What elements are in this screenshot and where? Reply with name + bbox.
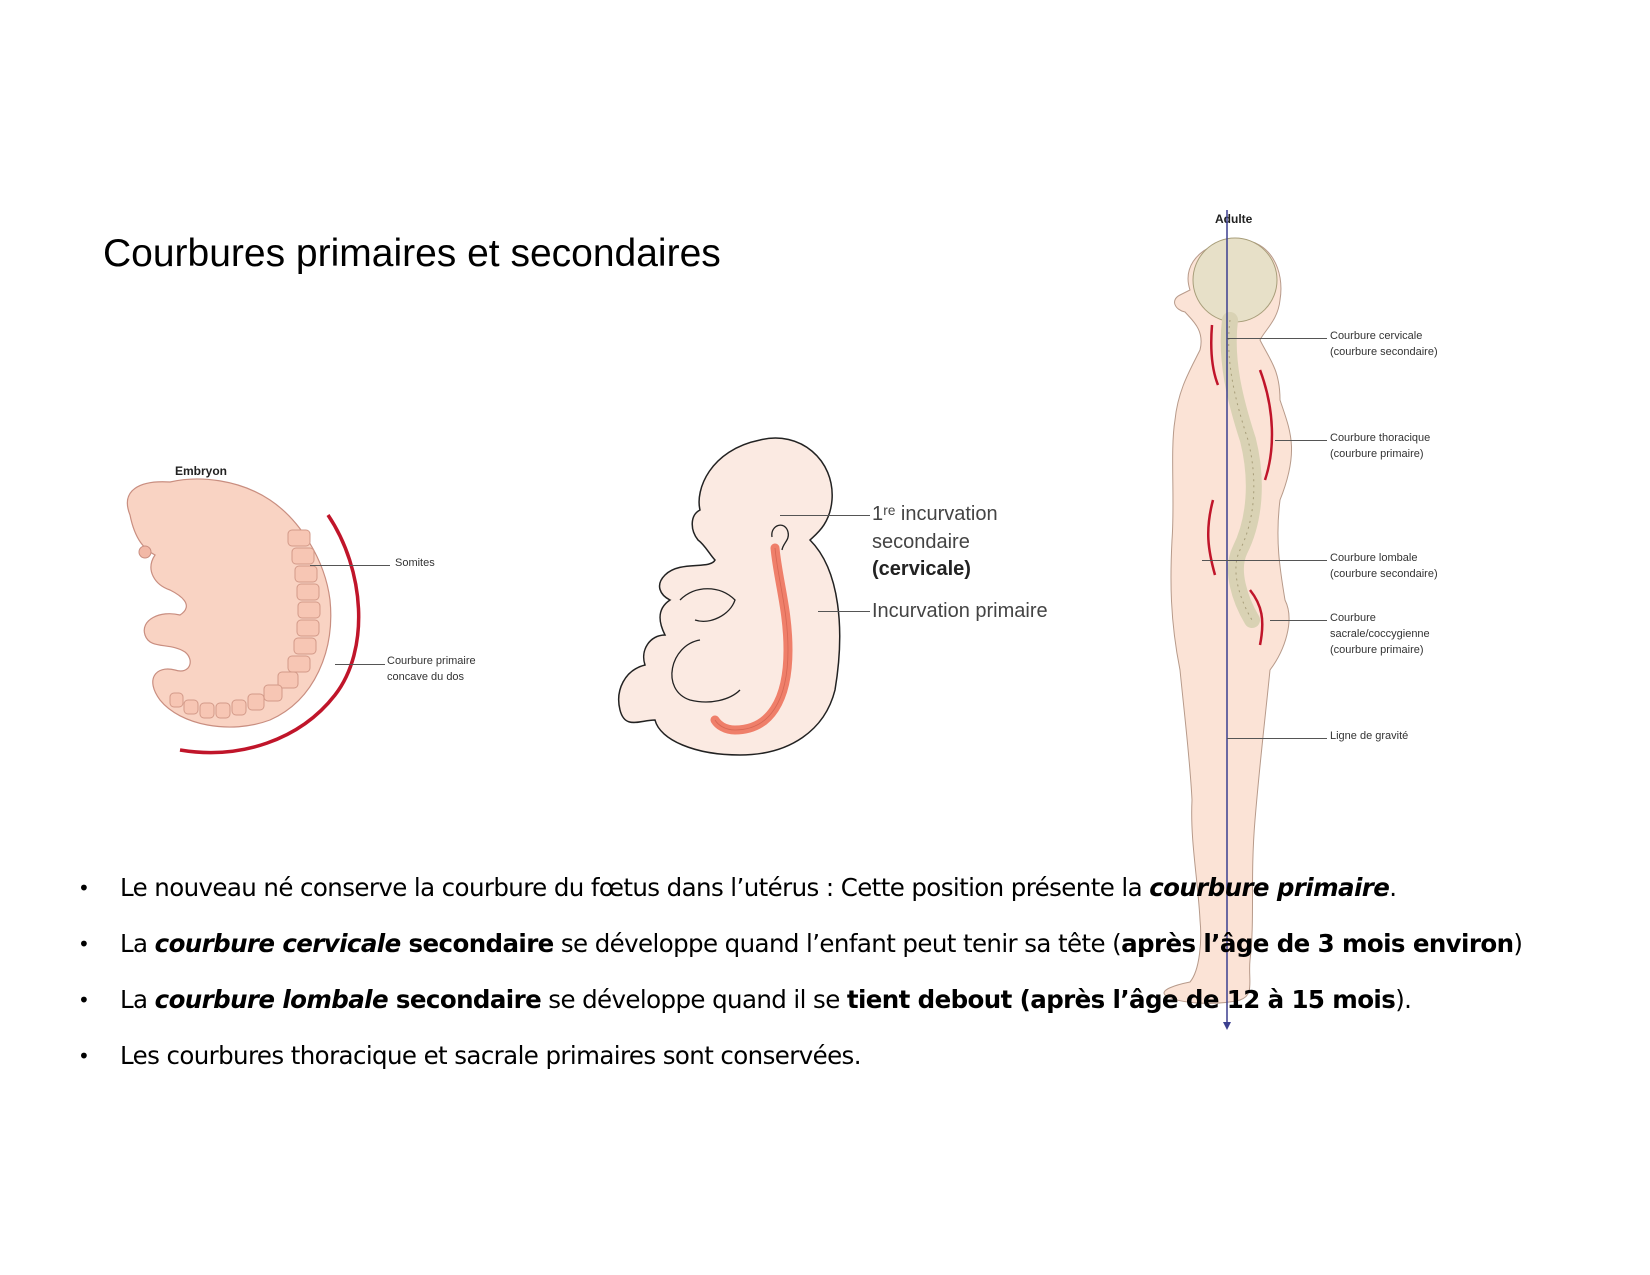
primary-curve-leader-line xyxy=(818,611,870,612)
fetus-figure: 1ʳᵉ incurvation secondaire (cervicale) I… xyxy=(600,400,1050,780)
bullet-text: La xyxy=(120,985,155,1014)
bullet-item-3: • La courbure lombale secondaire se déve… xyxy=(70,980,1522,1036)
bullet-text: Les courbures thoracique et sacrale prim… xyxy=(120,1041,862,1070)
fetus-illustration xyxy=(618,437,841,756)
sacral-label-3: (courbure primaire) xyxy=(1330,644,1424,656)
cervical-label-2: (courbure secondaire) xyxy=(1330,346,1438,358)
thoracic-label-1: Courbure thoracique xyxy=(1330,432,1431,444)
bullet-item-1: • Le nouveau né conserve la courbure du … xyxy=(70,868,1522,924)
sacral-leader-line xyxy=(1270,620,1327,621)
secondary-curve-label-1: 1ʳᵉ incurvation xyxy=(872,503,998,525)
bullet-text: Le nouveau né conserve la courbure du fœ… xyxy=(120,873,1150,902)
bullet-text: ) xyxy=(1513,929,1523,958)
bullet-emphasis: courbure primaire xyxy=(1149,873,1390,902)
embryo-illustration xyxy=(126,478,361,755)
bullet-text: . xyxy=(1389,873,1397,902)
lumbar-label-2: (courbure secondaire) xyxy=(1330,568,1438,580)
bullet-bold: secondaire xyxy=(400,929,555,958)
bullet-text: La xyxy=(120,929,155,958)
embryo-figure: Embryon Somites Courbure pr xyxy=(100,420,500,780)
secondary-curve-label-3: (cervicale) xyxy=(872,558,971,580)
bullet-bold: tient debout (après l’âge de 12 à 15 moi… xyxy=(846,985,1396,1014)
bullet-bold: après l’âge de 3 mois environ xyxy=(1121,929,1514,958)
bullet-list: • Le nouveau né conserve la courbure du … xyxy=(70,868,1523,1092)
bullet-item-2: • La courbure cervicale secondaire se dé… xyxy=(70,924,1523,980)
bullet-text: se développe quand l’enfant peut tenir s… xyxy=(553,929,1122,958)
bullet-emphasis: courbure cervicale xyxy=(154,929,402,958)
primary-curve-label-1: Courbure primaire xyxy=(387,655,476,667)
adult-figure: Adulte Courbure cervicale (courbure seco… xyxy=(1130,200,1550,1100)
bullet-dot: • xyxy=(78,876,90,900)
secondary-curve-leader-line xyxy=(780,515,870,516)
embryo-title: Embryon xyxy=(175,464,228,478)
somites-leader-line xyxy=(310,565,390,566)
slide-title: Courbures primaires et secondaires xyxy=(103,232,721,275)
bullet-emphasis: courbure lombale xyxy=(154,985,389,1014)
bullet-text: ). xyxy=(1395,985,1412,1014)
secondary-curve-label-2: secondaire xyxy=(872,531,970,553)
thoracic-leader-line xyxy=(1275,440,1327,441)
primary-curve-leader-line xyxy=(335,664,385,665)
adult-title: Adulte xyxy=(1215,212,1253,226)
primary-curve-label-2: concave du dos xyxy=(387,671,465,683)
sacral-label-1: Courbure xyxy=(1330,612,1376,624)
bullet-item-4: • Les courbures thoracique et sacrale pr… xyxy=(70,1036,1522,1092)
primary-curve-label: Incurvation primaire xyxy=(872,600,1048,622)
adult-illustration xyxy=(1163,210,1292,1030)
thoracic-label-2: (courbure primaire) xyxy=(1330,448,1424,460)
gravity-leader-line xyxy=(1227,738,1327,739)
lumbar-leader-line xyxy=(1202,560,1327,561)
lumbar-label-1: Courbure lombale xyxy=(1330,552,1418,564)
bullet-dot: • xyxy=(78,932,90,956)
gravity-label: Ligne de gravité xyxy=(1330,730,1409,742)
bullet-dot: • xyxy=(78,988,90,1012)
cervical-label-1: Courbure cervicale xyxy=(1330,330,1423,342)
bullet-dot: • xyxy=(78,1044,90,1068)
sacral-label-2: sacrale/coccygienne xyxy=(1330,628,1430,640)
somites-label: Somites xyxy=(395,557,435,569)
bullet-text: se développe quand il se xyxy=(541,985,847,1014)
bullet-bold: secondaire xyxy=(388,985,542,1014)
cervical-leader-line xyxy=(1227,338,1327,339)
